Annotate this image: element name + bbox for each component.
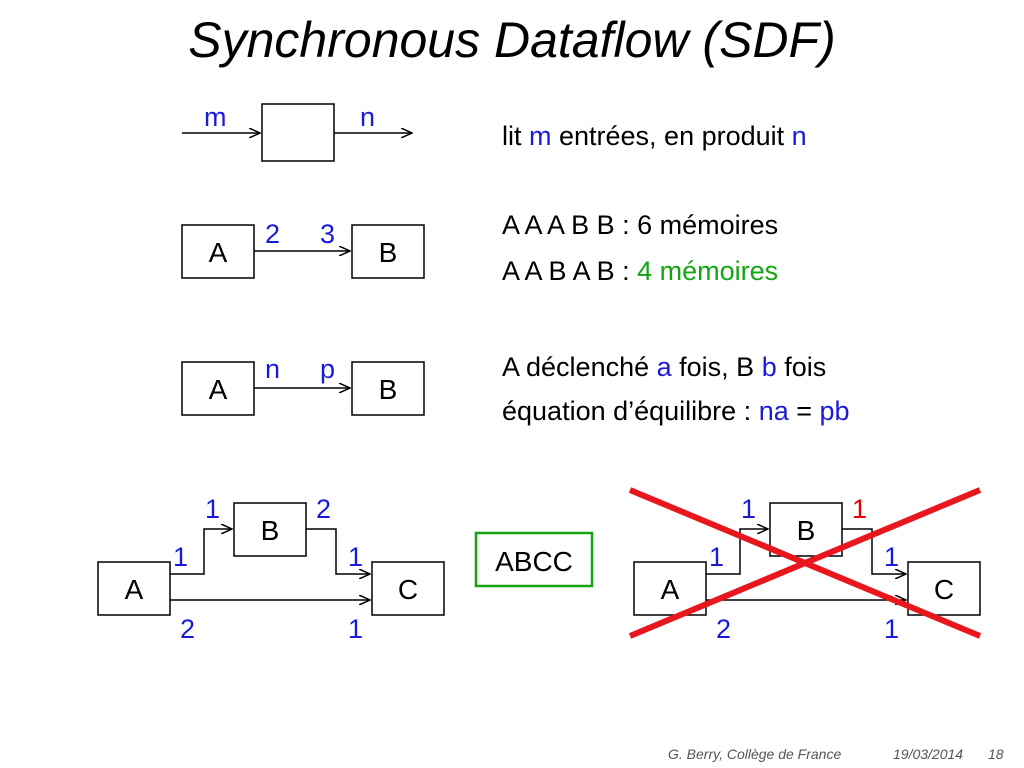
desc-highlight: 4 mémoires — [637, 256, 779, 286]
consumption-rate-label: p — [320, 354, 335, 384]
desc-text: équation d’équilibre : — [502, 396, 759, 426]
actor-box — [261, 103, 335, 162]
node-c-label: C — [398, 574, 418, 605]
node-a-box — [181, 224, 255, 279]
slide-title: Synchronous Dataflow (SDF) — [188, 12, 836, 68]
node-a-label: A — [209, 237, 228, 268]
schedule-label: ABCC — [495, 546, 573, 577]
node-c-box — [907, 561, 981, 616]
diagram-a-b-symbolic: A B n p — [181, 354, 425, 416]
desc-text: fois — [776, 352, 827, 382]
node-b-box — [351, 361, 425, 416]
rate-c-in-from-a: 1 — [884, 614, 899, 644]
footer-page-number: 18 — [988, 746, 1004, 762]
rate-b-out-highlighted: 1 — [852, 494, 867, 524]
equation-lhs: na — [758, 396, 789, 426]
rate-a-out-to-c: 2 — [180, 614, 195, 644]
input-rate-label: m — [204, 102, 227, 132]
rate-c-in-from-a: 1 — [348, 614, 363, 644]
rate-b-in: 1 — [741, 494, 756, 524]
node-c-label: C — [934, 574, 954, 605]
desc-text: fois, B — [671, 352, 762, 382]
footer-author: G. Berry, Collège de France — [668, 746, 842, 762]
rate-c-in-from-b: 1 — [348, 542, 363, 572]
footer-date: 19/03/2014 — [893, 746, 964, 762]
graph-right-inconsistent: A B C 1 1 1 1 2 1 — [628, 487, 982, 644]
schedule-memory-1: A A A B B : 6 mémoires — [502, 210, 779, 240]
equation-equals: = — [788, 396, 820, 426]
node-b-label: B — [379, 237, 398, 268]
edge-a-b — [706, 529, 768, 575]
node-c-box — [371, 561, 445, 616]
output-rate-label: n — [360, 102, 375, 132]
balance-equation: équation d’équilibre : na = pb — [502, 395, 850, 427]
node-b-box — [769, 502, 843, 557]
rate-a-out-to-b: 1 — [173, 542, 188, 572]
desc-var-b: b — [761, 352, 777, 382]
desc-text: entrées, en produit — [551, 121, 792, 151]
node-b-label: B — [261, 515, 280, 546]
node-a-box — [97, 561, 171, 616]
desc-var-a: a — [656, 352, 672, 382]
desc-read-write: lit m entrées, en produit n — [502, 120, 807, 152]
edge-b-c — [842, 528, 906, 574]
node-b-label: B — [379, 374, 398, 405]
equation-rhs: pb — [819, 396, 850, 426]
edge-a-b — [170, 529, 232, 575]
schedule-box — [474, 531, 594, 588]
cross-out-line — [628, 487, 982, 639]
rate-c-in-from-b: 1 — [884, 542, 899, 572]
node-a-label: A — [661, 574, 680, 605]
edge-b-c — [306, 528, 370, 574]
node-a-label: A — [125, 574, 144, 605]
desc-text: lit — [502, 121, 529, 151]
diagram-a-b-rates: A B 2 3 — [181, 219, 425, 279]
graph-left-consistent: A B C 1 1 2 1 2 1 — [97, 494, 445, 644]
desc-text: A A B A B : — [502, 256, 638, 286]
diagram-generic-actor: m n — [182, 102, 412, 162]
production-rate-label: n — [265, 354, 280, 384]
rate-b-in: 1 — [205, 494, 220, 524]
desc-text: A déclenché — [502, 352, 657, 382]
rate-b-out: 2 — [316, 494, 331, 524]
node-b-box — [233, 502, 307, 557]
schedule-result: ABCC — [474, 531, 594, 588]
firing-counts: A déclenché a fois, B b fois — [502, 351, 826, 383]
production-rate-label: 2 — [265, 219, 280, 249]
desc-var-n: n — [791, 121, 807, 151]
desc-var-m: m — [529, 121, 552, 151]
node-b-box — [351, 224, 425, 279]
node-b-label: B — [797, 515, 816, 546]
consumption-rate-label: 3 — [320, 219, 335, 249]
rate-a-out-to-c: 2 — [716, 614, 731, 644]
rate-a-out-to-b: 1 — [709, 542, 724, 572]
schedule-memory-2: A A B A B : 4 mémoires — [502, 255, 778, 287]
node-a-label: A — [209, 374, 228, 405]
